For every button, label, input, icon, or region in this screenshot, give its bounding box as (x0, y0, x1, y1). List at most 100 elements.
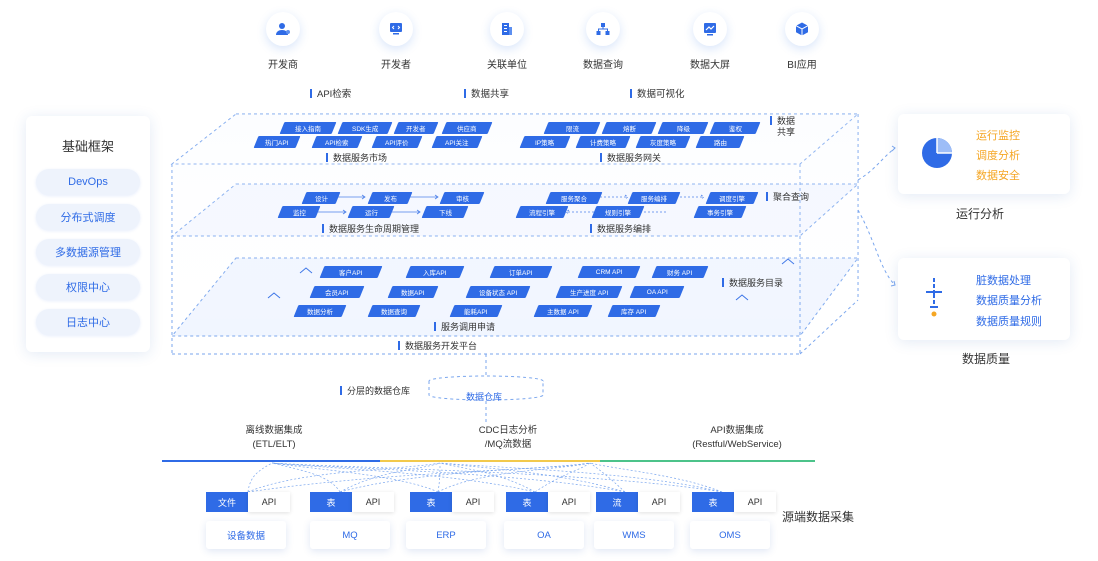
chip-data-analysis[interactable]: 数据分析 (293, 305, 347, 317)
runtime-item-monitor[interactable]: 运行监控 (976, 130, 1020, 142)
consumer-label: 数据大屏 (690, 60, 730, 71)
source-title: 源端数据采集 (782, 510, 855, 524)
source-type: 表 (692, 492, 734, 512)
source-api: API (548, 492, 590, 512)
quality-item-analysis[interactable]: 数据质量分析 (976, 295, 1042, 307)
consumer-data-screen[interactable]: 数据大屏 (670, 12, 750, 71)
source-wms[interactable]: WMS (594, 521, 674, 549)
chip-developer[interactable]: 开发者 (393, 122, 439, 134)
chip-api-rating[interactable]: API评价 (371, 136, 423, 148)
quality-item-dirty-data[interactable]: 脏数据处理 (976, 275, 1031, 287)
chip-energy-api[interactable]: 能耗API (449, 305, 503, 317)
gateway-caption: 数据服务网关 (600, 151, 661, 164)
chip-oa-api[interactable]: OA API (629, 286, 685, 298)
source-mq[interactable]: MQ (310, 521, 390, 549)
chip-inbound-api[interactable]: 入库API (405, 266, 465, 278)
chip-master-data-api[interactable]: 主数据 API (533, 305, 593, 317)
chip-gray-policy[interactable]: 灰度策略 (635, 136, 691, 148)
user-icon (266, 12, 300, 46)
chip-design[interactable]: 设计 (301, 192, 341, 204)
chip-schedule-engine[interactable]: 调度引擎 (705, 192, 759, 204)
integration-cdc: CDC日志分析/MQ流数据 (448, 424, 568, 462)
chip-offline[interactable]: 下线 (421, 206, 469, 218)
consumer-bi-app[interactable]: BI应用 (762, 12, 842, 71)
quality-item-rules[interactable]: 数据质量规则 (976, 316, 1042, 328)
chip-monitor[interactable]: 监控 (277, 206, 321, 218)
foundation-title: 基础框架 (61, 139, 114, 154)
consumer-partner-unit[interactable]: 关联单位 (467, 12, 547, 71)
foundation-item-distributed-scheduling[interactable]: 分布式调度 (36, 204, 140, 230)
foundation-item-multi-source[interactable]: 多数据源管理 (36, 239, 140, 265)
chip-hot-api[interactable]: 热门API (253, 136, 301, 148)
cube-icon (785, 12, 819, 46)
pie-chart-icon (922, 138, 952, 168)
chip-customer-api[interactable]: 客户API (319, 266, 383, 278)
chip-supplier[interactable]: 供应商 (441, 122, 493, 134)
source-oms[interactable]: OMS (690, 521, 770, 549)
data-share-tag: 数据共享 (464, 86, 509, 100)
chip-access-guide[interactable]: 接入指南 (279, 122, 337, 134)
consumer-data-query[interactable]: 数据查询 (563, 12, 643, 71)
chip-review[interactable]: 审核 (439, 192, 485, 204)
chip-billing-policy[interactable]: 计费策略 (575, 136, 631, 148)
chip-inventory-api[interactable]: 库存 API (607, 305, 661, 317)
code-monitor-icon (379, 12, 413, 46)
chip-rate-limit[interactable]: 限流 (543, 122, 601, 134)
foundation-item-devops[interactable]: DevOps (36, 169, 140, 195)
chip-circuit-break[interactable]: 熔断 (601, 122, 657, 134)
chart-screen-icon (693, 12, 727, 46)
chip-member-api[interactable]: 会员API (309, 286, 365, 298)
chip-service-aggregate[interactable]: 服务聚合 (545, 192, 603, 204)
warehouse-caption: 分层的数据仓库 (340, 384, 410, 397)
consumer-developer-company[interactable]: 开发商 (243, 12, 323, 71)
integration-line1: API数据集成 (710, 425, 764, 436)
chip-degrade[interactable]: 降级 (657, 122, 709, 134)
chip-finance-api[interactable]: 财务 API (651, 266, 709, 278)
runtime-item-data-security[interactable]: 数据安全 (976, 170, 1020, 182)
chip-order-api[interactable]: 订单API (489, 266, 553, 278)
source-api: API (734, 492, 776, 512)
chip-flow-engine[interactable]: 流程引擎 (515, 206, 569, 218)
quality-title: 数据质量 (962, 352, 1011, 366)
chip-production-progress-api[interactable]: 生产进度 API (555, 286, 623, 298)
lifecycle-caption: 数据服务生命周期管理 (322, 222, 419, 235)
integration-line1: CDC日志分析 (478, 425, 538, 436)
chip-data-api[interactable]: 数据API (387, 286, 439, 298)
source-api: API (452, 492, 494, 512)
chip-running[interactable]: 运行 (347, 206, 395, 218)
integration-line2: (ETL/ELT) (252, 439, 296, 450)
source-type: 流 (596, 492, 638, 512)
source-erp[interactable]: ERP (406, 521, 486, 549)
chip-ip-policy[interactable]: IP策略 (519, 136, 571, 148)
chip-device-status-api[interactable]: 设备状态 API (465, 286, 531, 298)
foundation-item-permission[interactable]: 权限中心 (36, 274, 140, 300)
chip-api-search[interactable]: API检索 (311, 136, 363, 148)
chip-auth[interactable]: 鉴权 (709, 122, 761, 134)
consumer-developer[interactable]: 开发者 (356, 12, 436, 71)
chip-rule-engine[interactable]: 规则引擎 (591, 206, 645, 218)
chip-publish[interactable]: 发布 (367, 192, 413, 204)
chip-api-follow[interactable]: API关注 (431, 136, 483, 148)
source-oa[interactable]: OA (504, 521, 584, 549)
chip-service-orchestrate[interactable]: 服务编排 (627, 192, 681, 204)
chip-sdk-gen[interactable]: SDK生成 (337, 122, 393, 134)
chip-crm-api[interactable]: CRM API (577, 266, 641, 278)
runtime-item-schedule-analysis[interactable]: 调度分析 (976, 150, 1020, 162)
market-caption: 数据服务市场 (326, 151, 387, 164)
foundation-item-log[interactable]: 日志中心 (36, 309, 140, 335)
api-search-tag: API检索 (310, 86, 351, 100)
chip-transaction-engine[interactable]: 事务引擎 (693, 206, 747, 218)
chip-data-query[interactable]: 数据查询 (367, 305, 421, 317)
chip-route[interactable]: 路由 (695, 136, 745, 148)
catalog-label: 数据服务目录 (722, 276, 783, 289)
building-icon (490, 12, 524, 46)
integration-line2: /MQ流数据 (484, 439, 532, 450)
source-device-data[interactable]: 设备数据 (206, 521, 286, 549)
quality-panel: 脏数据处理 数据质量分析 数据质量规则 (898, 258, 1070, 340)
